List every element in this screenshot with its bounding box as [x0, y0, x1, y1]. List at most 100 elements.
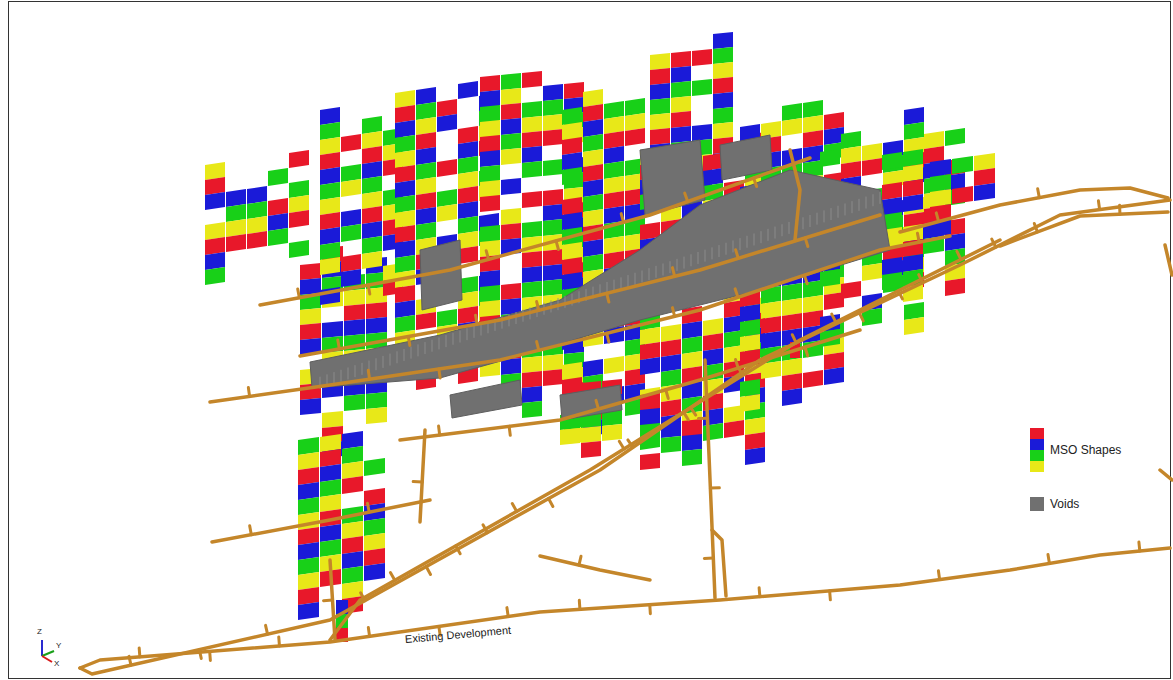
development-stub [758, 588, 762, 597]
void-texture [768, 229, 769, 241]
void-texture [565, 296, 566, 308]
development-stub [129, 656, 131, 665]
mso-cell [320, 464, 341, 482]
development-stub [578, 600, 582, 609]
void-texture [761, 231, 762, 243]
development-drive [790, 150, 800, 240]
void-texture [663, 264, 664, 276]
mso-cell [562, 212, 582, 230]
mso-cell [713, 32, 733, 49]
legend-swatch-band [1030, 450, 1044, 461]
void-texture [789, 222, 790, 234]
void-texture [656, 266, 657, 278]
mso-cell [604, 131, 624, 149]
mso-cell [416, 312, 436, 330]
mso-cell [342, 521, 363, 539]
mso-cell [604, 236, 624, 254]
development-stub [250, 526, 252, 535]
void-texture [362, 363, 363, 375]
mso-cell [289, 210, 309, 228]
mso-cell [362, 146, 382, 164]
mso-cell [640, 327, 660, 345]
mso-cell [562, 242, 582, 260]
mso-cell [761, 301, 781, 319]
void-texture [467, 328, 468, 340]
void-texture [824, 210, 825, 222]
mso-cell [803, 295, 823, 313]
mso-cell [562, 197, 582, 215]
mso-cell [416, 102, 436, 120]
mso-cell [562, 122, 582, 140]
mso-cell [703, 423, 723, 441]
mso-cell [395, 255, 415, 273]
mso-cell [364, 458, 385, 476]
mso-cell [703, 318, 723, 336]
development-stub [199, 650, 201, 659]
mso-cell [782, 103, 802, 121]
mso-cell [362, 161, 382, 179]
mso-cell [924, 131, 944, 149]
mso-cell [583, 209, 603, 227]
mso-cell [226, 219, 246, 237]
mso-cell [205, 192, 225, 210]
development-stub [917, 233, 919, 242]
mso-cell [205, 252, 225, 270]
development-stub [439, 369, 440, 378]
development-stub [754, 178, 757, 186]
void-texture [712, 247, 713, 259]
mso-cell [298, 587, 319, 605]
mso-cell [364, 548, 385, 566]
mso-cell [366, 392, 387, 409]
mso-cell [458, 201, 478, 219]
development-stub [368, 370, 369, 379]
development-stub [338, 340, 340, 349]
development-drive [300, 215, 880, 356]
development-stub [704, 557, 713, 560]
mso-cell [562, 107, 582, 125]
mso-cell [740, 319, 760, 337]
mso-cell [226, 189, 246, 207]
development-stub [367, 503, 369, 512]
mso-cell [342, 566, 363, 584]
mso-cell [562, 272, 582, 290]
legend-swatch-stack [1030, 428, 1044, 472]
mso-cell [480, 240, 500, 257]
development-stub [919, 275, 923, 283]
mso-cell [341, 134, 361, 152]
mso-cell [289, 150, 309, 168]
mso-cell [416, 207, 436, 225]
void-texture [649, 268, 650, 280]
development-stub [666, 390, 668, 399]
mso-cell [320, 182, 340, 200]
void-texture [754, 233, 755, 245]
mso-cell [650, 113, 670, 130]
development-stub [298, 289, 300, 298]
mso-cell [703, 333, 723, 351]
development-drive [400, 330, 860, 440]
mso-cell [298, 452, 319, 470]
development-stub [476, 315, 478, 324]
mso-cell [862, 143, 882, 161]
mso-cell [298, 542, 319, 560]
void-texture [684, 257, 685, 269]
mso-cell [740, 379, 760, 397]
mso-cell [298, 527, 319, 545]
legend-swatch-band [1030, 461, 1044, 472]
mso-cell [501, 88, 521, 105]
development-stub [710, 486, 719, 489]
mso-cell [322, 411, 343, 428]
void-texture [677, 259, 678, 271]
mso-cell [841, 146, 861, 164]
mso-cell [820, 149, 840, 167]
void-texture [698, 252, 699, 264]
mso-cell [344, 394, 365, 411]
void-texture [425, 342, 426, 354]
mso-cell [395, 180, 415, 198]
development-stub [628, 440, 633, 447]
mso-cell [583, 89, 603, 107]
mso-cell [342, 581, 363, 599]
mso-cell [522, 161, 542, 178]
mso-cell [724, 420, 744, 438]
development-stub [938, 571, 939, 580]
mso-cell [713, 122, 733, 139]
